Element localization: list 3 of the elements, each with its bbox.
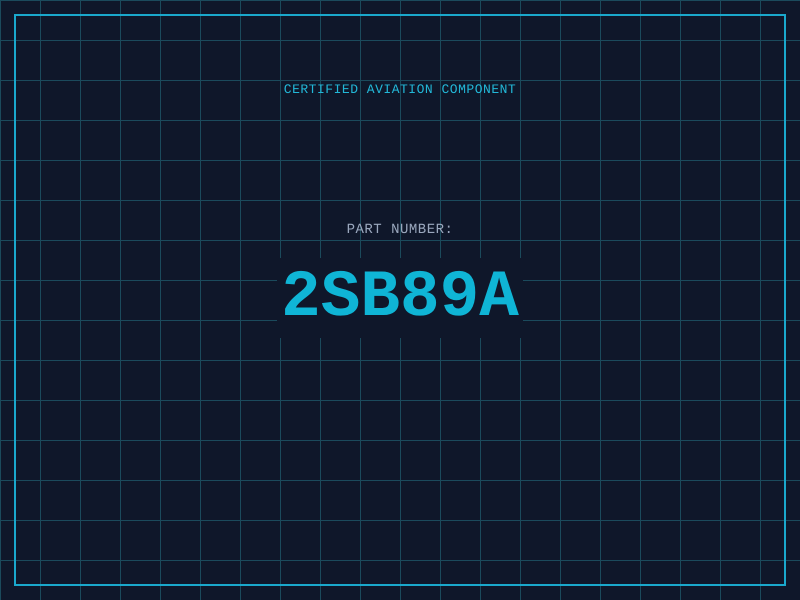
subtitle: CERTIFIED AVIATION COMPONENT bbox=[284, 81, 516, 99]
part-number-label: PART NUMBER: bbox=[346, 221, 454, 240]
part-number: 2SB89A bbox=[277, 258, 523, 338]
